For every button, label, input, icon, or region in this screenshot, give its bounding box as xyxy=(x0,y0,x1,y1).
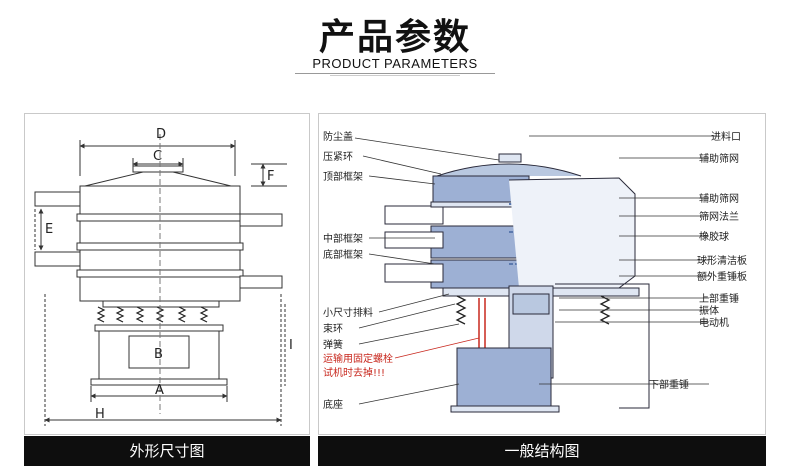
dim-label-h: H xyxy=(95,407,105,422)
label-ball-clean-plate: 球形清洁板 xyxy=(697,254,747,267)
label-transport-note-2: 试机时去掉!!! xyxy=(323,366,385,379)
dim-label-e: E xyxy=(45,222,53,237)
label-bottom-frame: 底部框架 xyxy=(323,248,363,261)
label-dust-cover: 防尘盖 xyxy=(323,130,353,143)
label-aux-screen-1: 辅助筛网 xyxy=(699,152,739,165)
header-divider-shadow xyxy=(330,75,460,76)
dim-label-c: C xyxy=(153,149,162,164)
label-inlet: 进料口 xyxy=(711,130,741,143)
dimension-drawing-caption: 外形尺寸图 xyxy=(24,436,310,466)
label-rubber-ball: 橡胶球 xyxy=(699,230,729,243)
label-lower-weight: 下部重锤 xyxy=(649,378,689,391)
bottom-frame xyxy=(430,259,530,289)
label-aux-screen-2: 辅助筛网 xyxy=(699,192,739,205)
label-clamp-ring: 压紧环 xyxy=(323,151,353,163)
page-title: 产品参数 xyxy=(318,17,471,58)
label-spring: 弹簧 xyxy=(323,338,343,351)
dim-label-d: D xyxy=(156,127,166,142)
label-small-outlet: 小尺寸排料 xyxy=(323,306,373,319)
label-vibrator-body: 振体 xyxy=(699,304,719,317)
dim-label-a: A xyxy=(155,383,164,398)
label-bundle-ring: 束环 xyxy=(323,323,343,335)
label-top-frame: 顶部框架 xyxy=(323,170,363,183)
dimension-drawing: D C F E B I A H xyxy=(34,127,293,426)
label-mid-frame: 中部框架 xyxy=(323,232,363,245)
label-motor: 电动机 xyxy=(699,316,729,329)
label-screen-flange: 筛网法兰 xyxy=(699,210,739,223)
dim-label-i: I xyxy=(289,338,293,353)
structure-drawing-panel: 防尘盖 压紧环 顶部框架 中部框架 底部框架 小尺寸排料 束环 弹簧 运输用固定… xyxy=(318,113,766,435)
dust-cover xyxy=(436,163,582,177)
label-base: 底座 xyxy=(323,398,343,411)
label-extra-weight-plate: 额外重锤板 xyxy=(697,270,747,283)
structure-drawing: 防尘盖 压紧环 顶部框架 中部框架 底部框架 小尺寸排料 束环 弹簧 运输用固定… xyxy=(323,130,747,413)
structure-drawing-caption: 一般结构图 xyxy=(318,436,766,466)
dim-label-b: B xyxy=(154,347,163,362)
label-transport-note-1: 运输用固定螺栓 xyxy=(323,352,393,365)
base xyxy=(456,347,552,409)
header-divider xyxy=(295,73,495,74)
dim-label-f: F xyxy=(267,169,274,184)
page-subtitle: PRODUCT PARAMETERS xyxy=(312,56,478,71)
label-upper-weight: 上部重锤 xyxy=(699,292,739,305)
dimension-drawing-panel: D C F E B I A H xyxy=(24,113,310,435)
